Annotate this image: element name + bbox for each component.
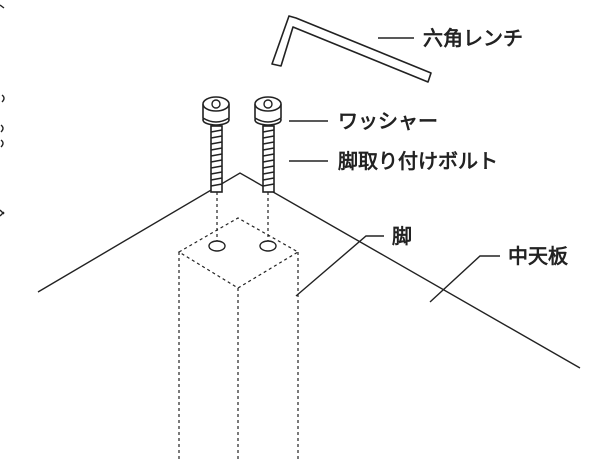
hex-wrench-icon (271, 15, 432, 83)
label-leg: 脚 (392, 224, 412, 248)
bolt-hole-right (259, 240, 277, 252)
tabletop-outline (37, 172, 581, 369)
left-edge-fragments (0, 4, 5, 217)
bolt-right-icon (254, 96, 282, 193)
leg-dashed (177, 217, 300, 460)
label-hex-wrench: 六角レンチ (423, 26, 523, 50)
leader-tabletop (429, 255, 500, 303)
label-bolt: 脚取り付けボルト (338, 149, 498, 173)
label-washer: ワッシャー (338, 109, 438, 133)
bolt-hole-left (208, 240, 226, 252)
leader-leg (295, 235, 384, 297)
label-tabletop: 中天板 (508, 244, 569, 268)
bolt-left-icon (202, 96, 230, 193)
